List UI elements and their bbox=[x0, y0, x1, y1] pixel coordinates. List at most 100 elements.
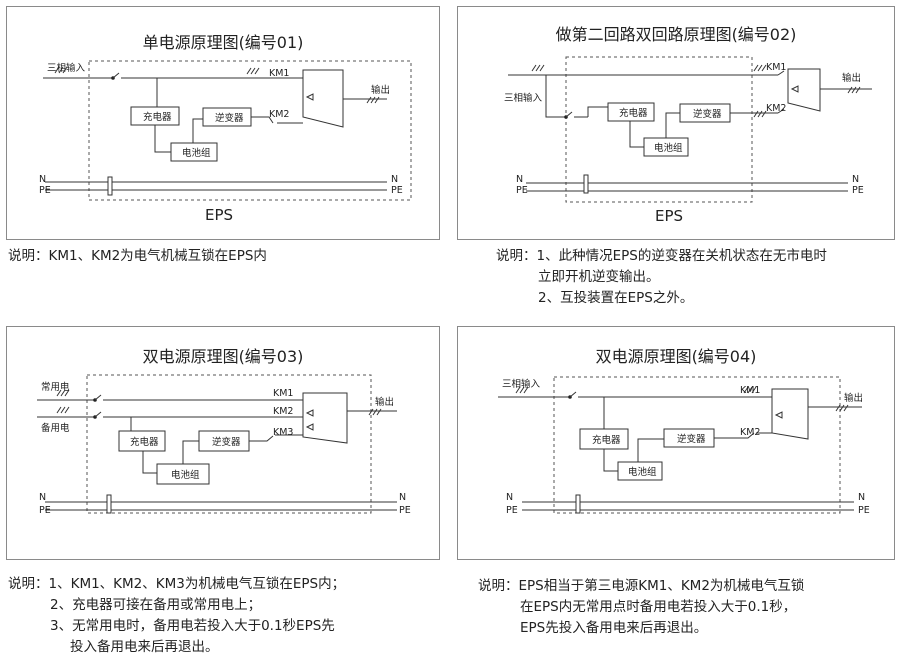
panel-title: 双电源原理图(编号04) bbox=[595, 347, 757, 366]
battery-box bbox=[617, 461, 663, 481]
note-02: 说明：1、此种情况EPS的逆变器在关机状态在无市电时 立即开机逆变输出。 2、互… bbox=[496, 246, 827, 309]
input-label: 三相输入 bbox=[504, 92, 543, 104]
charger-battery-link bbox=[154, 125, 171, 153]
n-label-left: N bbox=[516, 174, 523, 185]
note-line: 说明：KM1、KM2为电气机械互锁在EPS内 bbox=[8, 248, 267, 264]
terminal-block bbox=[106, 494, 112, 514]
panel-title: 单电源原理图(编号01) bbox=[142, 33, 304, 52]
phase-mark-1 bbox=[531, 64, 545, 72]
phase-mark-1 bbox=[56, 389, 70, 397]
panel-title: 做第二回路双回路原理图(编号02) bbox=[555, 25, 797, 44]
interlock-mark bbox=[305, 409, 314, 431]
output-phase-mark bbox=[368, 408, 382, 416]
diagram-panel-01: 单电源原理图(编号01) 三相输入 KM1 KM2 充电器 逆变器 电池组 输出… bbox=[6, 6, 440, 240]
battery-inverter-link bbox=[192, 118, 203, 143]
note-line: 说明：1、KM1、KM2、KM3为机械电气互锁在EPS内； bbox=[8, 576, 346, 592]
eps-switch bbox=[565, 111, 588, 118]
terminal-block bbox=[107, 176, 113, 196]
pe-label-right: PE bbox=[391, 185, 403, 196]
km3-line bbox=[249, 434, 303, 442]
battery-inverter-link bbox=[182, 440, 199, 464]
pe-label-right: PE bbox=[399, 505, 411, 516]
n-label-left: N bbox=[39, 492, 46, 503]
eps-label: EPS bbox=[205, 206, 233, 224]
input-label: 三相输入 bbox=[47, 62, 86, 74]
output-label: 输出 bbox=[842, 72, 861, 84]
interlock-mark bbox=[305, 93, 314, 101]
n-label-right: N bbox=[858, 492, 865, 503]
km-contacts bbox=[777, 70, 785, 114]
km2-label: KM2 bbox=[273, 406, 293, 417]
phase-mark-2 bbox=[753, 64, 767, 72]
contactor-block bbox=[787, 68, 821, 112]
schematic-02: 三相输入 KM1 KM2 充电器 逆变器 电池组 输出 N PE N PE EP… bbox=[504, 56, 872, 225]
note-01: 说明：KM1、KM2为电气机械互锁在EPS内 bbox=[8, 246, 267, 267]
charger-box bbox=[118, 430, 166, 452]
pe-label-left: PE bbox=[516, 185, 528, 196]
note-line: 说明：1、此种情况EPS的逆变器在关机状态在无市电时 bbox=[496, 248, 827, 264]
km1-line bbox=[94, 394, 303, 401]
km1-label: KM1 bbox=[766, 62, 786, 73]
phase-mark-2 bbox=[56, 406, 70, 414]
charger-label: 充电器 bbox=[619, 107, 648, 119]
standby-input-label: 备用电 bbox=[41, 422, 70, 434]
battery-label: 电池组 bbox=[628, 466, 657, 478]
phase-mark-2 bbox=[743, 386, 757, 394]
km3-label: KM3 bbox=[273, 427, 293, 438]
output-phase-mark bbox=[847, 86, 861, 94]
diagram-panel-04: 双电源原理图(编号04) 三相输入 KM1 KM2 充电器 逆变器 电池组 输出… bbox=[457, 326, 895, 560]
note-line: 2、互投装置在EPS之外。 bbox=[538, 290, 694, 306]
schematic-01: 三相输入 KM1 KM2 充电器 逆变器 电池组 输出 N PE N PE EP… bbox=[39, 60, 412, 224]
charger-label: 充电器 bbox=[592, 434, 621, 446]
note-line: 2、充电器可接在备用或常用电上； bbox=[50, 597, 262, 613]
input-label: 三相输入 bbox=[502, 378, 541, 390]
n-pe-lines bbox=[522, 501, 854, 511]
charger-box bbox=[607, 102, 655, 122]
inverter-label: 逆变器 bbox=[677, 433, 706, 445]
contactor-block bbox=[302, 392, 348, 444]
drop-to-eps bbox=[545, 75, 566, 118]
charger-feed bbox=[587, 106, 608, 117]
charger-battery-link bbox=[629, 121, 644, 148]
pe-label-right: PE bbox=[852, 185, 864, 196]
charger-battery-link bbox=[142, 451, 157, 474]
three-phase-mark bbox=[54, 66, 68, 74]
eps-enclosure bbox=[553, 376, 841, 514]
charger-battery-link bbox=[603, 449, 618, 472]
battery-inverter-link bbox=[637, 438, 664, 462]
n-label-right: N bbox=[399, 492, 406, 503]
schematic-03: 常用电 备用电 KM1 KM2 KM3 充电器 逆变器 电池组 输出 N PE … bbox=[37, 374, 411, 516]
note-line: 投入备用电来后再退出。 bbox=[70, 639, 219, 655]
diagram-panel-02: 做第二回路双回路原理图(编号02) 三相输入 KM1 KM2 充电器 逆变器 电… bbox=[457, 6, 895, 240]
km2-line bbox=[251, 116, 297, 124]
schematic-04: 三相输入 KM1 KM2 充电器 逆变器 电池组 输出 N PE N PE bbox=[498, 376, 870, 516]
n-label-left: N bbox=[39, 174, 46, 185]
contactor-block bbox=[302, 69, 344, 128]
output-label: 输出 bbox=[371, 84, 390, 96]
interlock-mark bbox=[790, 85, 799, 93]
km2-label: KM2 bbox=[740, 427, 760, 438]
inverter-label: 逆变器 bbox=[212, 436, 241, 448]
n-label-right: N bbox=[391, 174, 398, 185]
output-label: 输出 bbox=[844, 392, 863, 404]
terminal-block bbox=[583, 174, 589, 194]
output-phase-mark bbox=[366, 96, 380, 104]
battery-inverter-link bbox=[665, 112, 680, 138]
diagram-panel-03: 双电源原理图(编号03) 常用电 备用电 KM1 KM2 KM3 充电器 逆变 bbox=[6, 326, 440, 560]
note-line: 立即开机逆变输出。 bbox=[538, 269, 660, 285]
battery-label: 电池组 bbox=[654, 142, 683, 154]
panel-title: 双电源原理图(编号03) bbox=[142, 347, 304, 366]
charger-label: 充电器 bbox=[130, 436, 159, 448]
output-phase-mark bbox=[835, 404, 849, 412]
terminal-block bbox=[575, 494, 581, 514]
km2-line bbox=[94, 411, 303, 418]
eps-enclosure bbox=[565, 56, 753, 203]
charger-label: 充电器 bbox=[143, 111, 172, 123]
battery-box bbox=[170, 142, 218, 162]
n-label-left: N bbox=[506, 492, 513, 503]
pe-label-left: PE bbox=[39, 505, 51, 516]
n-pe-lines bbox=[526, 182, 848, 192]
km2-label: KM2 bbox=[766, 103, 786, 114]
km1-label: KM1 bbox=[740, 385, 760, 396]
km1-label: KM1 bbox=[273, 388, 293, 399]
